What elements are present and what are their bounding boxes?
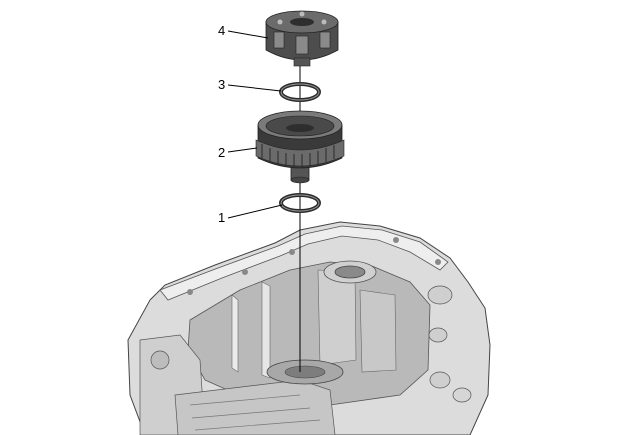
- callout-3: 3: [218, 77, 282, 92]
- case-bore: [334, 265, 366, 279]
- case-flange-hole: [393, 237, 399, 243]
- carrier-window: [319, 31, 331, 49]
- callout-label-2: 2: [218, 145, 225, 160]
- case-flange-hole: [289, 249, 295, 255]
- case-bolt-boss: [452, 387, 472, 403]
- carrier-hub: [293, 57, 311, 67]
- case-flange-hole: [187, 289, 193, 295]
- upper-thrust-washer: [279, 82, 321, 102]
- transmission-case: [127, 221, 491, 435]
- ring-gear-inner-bore: [286, 124, 314, 132]
- case-top-flange: [159, 225, 449, 301]
- callout-label-4: 4: [218, 23, 225, 38]
- case-bolt-boss: [427, 285, 453, 305]
- case-valve-area: [174, 379, 336, 435]
- planetary-carrier: [265, 10, 339, 67]
- carrier-window: [273, 31, 285, 49]
- carrier-center-bore: [290, 18, 314, 26]
- callout-2: 2: [218, 145, 258, 160]
- leader-line-4: [227, 30, 269, 39]
- case-rib: [317, 269, 357, 366]
- carrier-pinion-pin: [299, 11, 305, 17]
- leader-line-3: [227, 84, 282, 92]
- ring-gear-teeth-lines: [261, 144, 335, 168]
- case-bolt-boss: [428, 327, 448, 343]
- case-center-bore-inner: [284, 365, 326, 379]
- carrier-pinion-pin: [277, 19, 283, 25]
- leader-line-1: [227, 204, 283, 219]
- carrier-window: [295, 35, 309, 55]
- ring-gear-hub-end: [290, 176, 310, 184]
- case-rib: [261, 281, 271, 379]
- case-rib: [359, 289, 397, 373]
- case-valve-detail: [189, 394, 321, 431]
- callout-label-1: 1: [218, 210, 225, 225]
- case-lower-boss: [150, 350, 170, 370]
- case-flange-hole: [435, 259, 441, 265]
- callout-label-3: 3: [218, 77, 225, 92]
- leader-line-2: [227, 147, 258, 153]
- lower-thrust-washer: [279, 193, 321, 213]
- callout-4: 4: [218, 23, 269, 39]
- case-bolt-boss: [429, 371, 451, 389]
- callout-1: 1: [218, 204, 283, 225]
- case-rib: [231, 294, 239, 373]
- ring-gear-with-hub: [255, 110, 345, 184]
- case-flange-hole: [242, 269, 248, 275]
- carrier-pinion-pin: [321, 19, 327, 25]
